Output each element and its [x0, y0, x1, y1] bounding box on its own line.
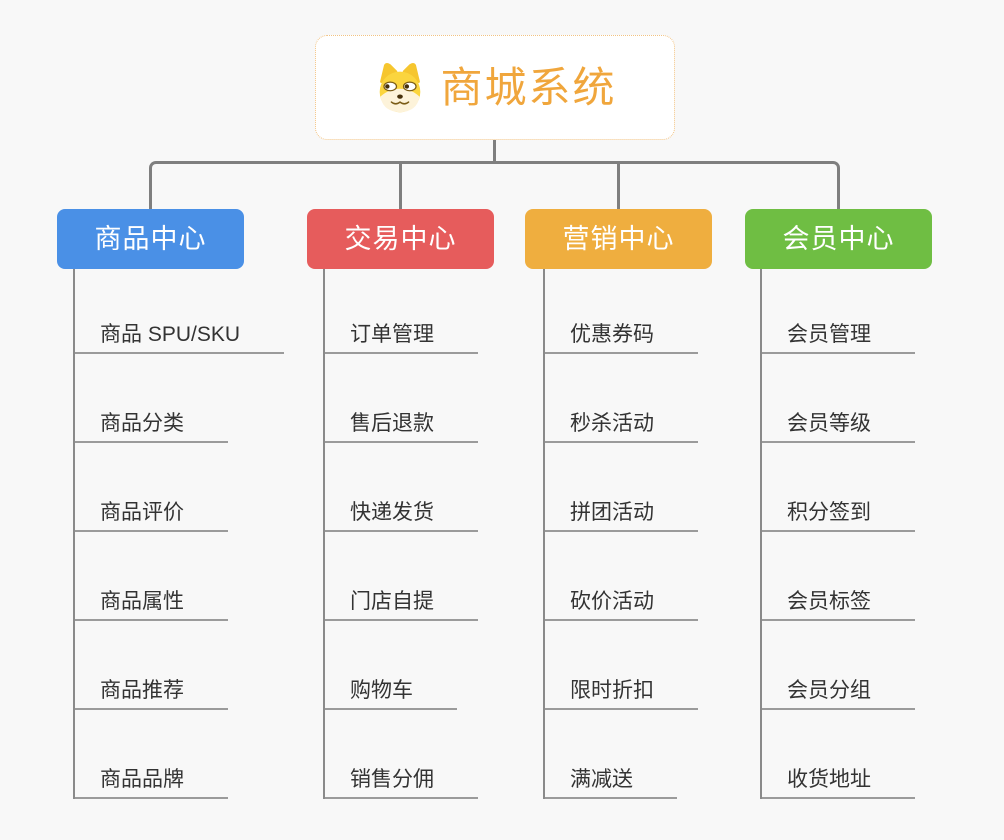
- branch-drop-line: [399, 163, 402, 209]
- subtopic-label: 砍价活动: [570, 590, 654, 613]
- subtopic-label: 快递发货: [350, 501, 434, 524]
- subtopic-column-product: 商品 SPU/SKU 商品分类 商品评价 商品属性 商品推荐 商品品牌: [73, 265, 285, 799]
- subtopic-label: 商品属性: [100, 590, 184, 613]
- subtopic-label: 会员分组: [787, 679, 871, 702]
- subtopic-label: 优惠券码: [570, 323, 654, 346]
- subtopic-node[interactable]: 商品属性: [75, 532, 228, 621]
- subtopic-node[interactable]: 商品分类: [75, 354, 228, 443]
- root-topic-title: 商城系统: [440, 63, 617, 111]
- subtopic-node[interactable]: 会员标签: [762, 532, 915, 621]
- branch-node-marketing-center[interactable]: 营销中心: [525, 209, 712, 269]
- subtopic-label: 商品品牌: [100, 768, 184, 791]
- subtopic-label: 满减送: [570, 768, 633, 791]
- subtopic-label: 会员管理: [787, 323, 871, 346]
- subtopic-node[interactable]: 会员管理: [762, 265, 915, 354]
- subtopic-node[interactable]: 限时折扣: [545, 621, 698, 710]
- subtopic-label: 售后退款: [350, 412, 434, 435]
- subtopic-label: 商品推荐: [100, 679, 184, 702]
- subtopic-label: 会员标签: [787, 590, 871, 613]
- subtopic-node[interactable]: 优惠券码: [545, 265, 698, 354]
- subtopic-column-member: 会员管理 会员等级 积分签到 会员标签 会员分组 收货地址: [760, 265, 915, 799]
- subtopic-label: 会员等级: [787, 412, 871, 435]
- subtopic-label: 收货地址: [787, 768, 871, 791]
- subtopic-node[interactable]: 会员分组: [762, 621, 915, 710]
- subtopic-node[interactable]: 门店自提: [325, 532, 478, 621]
- subtopic-label: 商品分类: [100, 412, 184, 435]
- subtopic-node[interactable]: 销售分佣: [325, 710, 478, 799]
- branch-node-member-center[interactable]: 会员中心: [745, 209, 932, 269]
- subtopic-label: 拼团活动: [570, 501, 654, 524]
- branch-title: 营销中心: [562, 223, 675, 254]
- shiba-dog-icon: [373, 62, 427, 113]
- subtopic-node[interactable]: 商品 SPU/SKU: [75, 265, 285, 354]
- branch-title: 会员中心: [782, 223, 895, 254]
- subtopic-node[interactable]: 商品品牌: [75, 710, 228, 799]
- root-connector-line: [493, 138, 496, 163]
- subtopic-label: 订单管理: [350, 323, 434, 346]
- subtopic-node[interactable]: 订单管理: [325, 265, 478, 354]
- branch-title: 商品中心: [94, 223, 207, 254]
- subtopic-node[interactable]: 商品评价: [75, 443, 228, 532]
- subtopic-column-marketing: 优惠券码 秒杀活动 拼团活动 砍价活动 限时折扣 满减送: [543, 265, 698, 799]
- subtopic-node[interactable]: 拼团活动: [545, 443, 698, 532]
- branch-bus-line: [149, 161, 840, 209]
- subtopic-label: 门店自提: [350, 590, 434, 613]
- subtopic-label: 积分签到: [787, 501, 871, 524]
- subtopic-label: 销售分佣: [350, 768, 434, 791]
- branch-node-product-center[interactable]: 商品中心: [57, 209, 244, 269]
- subtopic-label: 限时折扣: [570, 679, 654, 702]
- subtopic-node[interactable]: 快递发货: [325, 443, 478, 532]
- branch-drop-line: [617, 163, 620, 209]
- subtopic-node[interactable]: 收货地址: [762, 710, 915, 799]
- subtopic-label: 秒杀活动: [570, 412, 654, 435]
- subtopic-node[interactable]: 售后退款: [325, 354, 478, 443]
- subtopic-label: 商品 SPU/SKU: [100, 323, 241, 346]
- subtopic-node[interactable]: 秒杀活动: [545, 354, 698, 443]
- root-topic-node[interactable]: 商城系统: [315, 35, 675, 140]
- subtopic-label: 商品评价: [100, 501, 184, 524]
- subtopic-node[interactable]: 商品推荐: [75, 621, 228, 710]
- branch-node-trade-center[interactable]: 交易中心: [307, 209, 494, 269]
- subtopic-node[interactable]: 满减送: [545, 710, 677, 799]
- subtopic-node[interactable]: 会员等级: [762, 354, 915, 443]
- subtopic-node[interactable]: 积分签到: [762, 443, 915, 532]
- subtopic-node[interactable]: 砍价活动: [545, 532, 698, 621]
- subtopic-column-trade: 订单管理 售后退款 快递发货 门店自提 购物车 销售分佣: [323, 265, 478, 799]
- subtopic-label: 购物车: [350, 679, 413, 702]
- branch-title: 交易中心: [344, 223, 457, 254]
- subtopic-node[interactable]: 购物车: [325, 621, 457, 710]
